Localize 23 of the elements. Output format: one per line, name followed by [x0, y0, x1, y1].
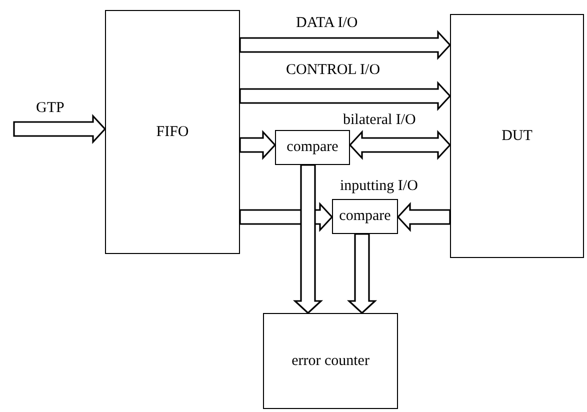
block-arrow [348, 130, 452, 160]
block-arrow [13, 114, 106, 144]
block-arrow [346, 233, 378, 314]
edge-label: DATA I/O [296, 14, 358, 33]
edge-label: GTP [36, 99, 64, 118]
edge-label: bilateral I/O [343, 111, 416, 130]
block-label: DUT [502, 126, 532, 146]
block-arrow [396, 202, 451, 232]
dut-block [450, 14, 584, 258]
counter-block [263, 313, 398, 409]
block-arrow [292, 164, 324, 314]
block-arrow [239, 80, 452, 112]
block-arrow [239, 130, 276, 160]
block-label: FIFO [156, 122, 189, 142]
edge-label: CONTROL I/O [286, 61, 380, 80]
fifo-block [105, 10, 240, 254]
block-arrow [239, 30, 452, 60]
edge-label: inputting I/O [340, 177, 418, 196]
block-label: error counter [292, 352, 370, 370]
compare-block [275, 130, 350, 165]
compare-block [332, 199, 398, 234]
block-label: compare [286, 138, 338, 157]
block-label: compare [339, 207, 391, 226]
